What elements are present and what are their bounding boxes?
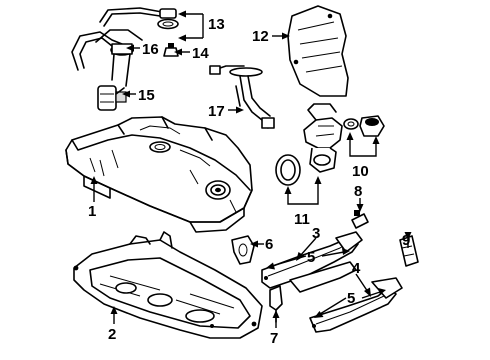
callout-9: 9 xyxy=(402,232,410,249)
callout-16: 16 xyxy=(142,41,159,58)
callout-2: 2 xyxy=(108,326,116,343)
tank-strap-lower-band[interactable] xyxy=(289,261,357,293)
callout-17: 17 xyxy=(208,103,225,120)
pump-clamp[interactable] xyxy=(163,43,179,57)
tank-shield[interactable] xyxy=(73,231,263,339)
filler-cap-large[interactable] xyxy=(359,115,385,137)
callout-10: 10 xyxy=(352,163,369,180)
callout-1: 1 xyxy=(88,203,96,220)
callout-14: 14 xyxy=(192,45,209,62)
pump-bracket[interactable] xyxy=(110,43,134,87)
fuel-pump[interactable] xyxy=(97,85,127,111)
callout-12: 12 xyxy=(252,28,269,45)
callout-8: 8 xyxy=(354,183,362,200)
callout-5-lower: 5 xyxy=(347,290,355,307)
fuel-lines-harness[interactable] xyxy=(71,7,177,71)
callout-6: 6 xyxy=(265,236,273,253)
sending-unit[interactable] xyxy=(209,65,275,129)
callout-7: 7 xyxy=(270,330,278,347)
clip-small[interactable] xyxy=(351,210,369,229)
heat-shield[interactable] xyxy=(287,5,349,97)
tank-strap-rear[interactable] xyxy=(309,277,403,333)
callout-4: 4 xyxy=(352,260,361,277)
pump-gasket[interactable] xyxy=(157,18,179,30)
hose-clamp[interactable] xyxy=(231,235,255,265)
fuel-tank[interactable] xyxy=(65,116,253,233)
filler-neck-hose[interactable] xyxy=(303,103,343,173)
callout-3: 3 xyxy=(312,225,320,242)
tank-strap-upper[interactable] xyxy=(261,231,363,289)
filler-gasket[interactable] xyxy=(275,154,301,186)
callout-leaders xyxy=(90,10,412,328)
callout-11: 11 xyxy=(294,211,310,228)
callout-13: 13 xyxy=(208,16,225,33)
callout-5-upper: 5 xyxy=(307,249,315,266)
callout-15: 15 xyxy=(138,87,155,104)
filler-cap-small[interactable] xyxy=(343,118,359,130)
